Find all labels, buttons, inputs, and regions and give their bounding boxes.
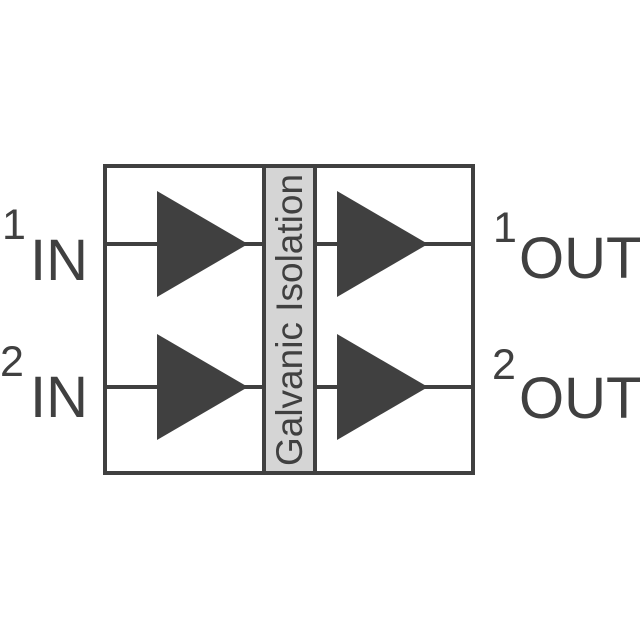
galvanic-isolation-barrier: Galvanic Isolation	[262, 168, 317, 471]
input1-channel-number: 1	[2, 201, 26, 249]
channel2-output-buffer-icon	[337, 334, 428, 440]
output2-channel-number: 2	[492, 341, 516, 389]
input1-pin-label: IN	[30, 228, 88, 293]
isolator-body-outline	[103, 164, 475, 475]
channel1-output-buffer-icon	[337, 191, 428, 297]
input2-channel-number: 2	[0, 338, 24, 386]
channel2-input-buffer-icon	[157, 334, 248, 440]
output2-pin-label: OUT	[519, 366, 640, 431]
output1-pin-label: OUT	[519, 226, 640, 291]
galvanic-isolation-label: Galvanic Isolation	[268, 173, 310, 466]
input2-pin-label: IN	[30, 365, 88, 430]
output1-channel-number: 1	[493, 204, 517, 252]
channel1-input-buffer-icon	[157, 191, 248, 297]
